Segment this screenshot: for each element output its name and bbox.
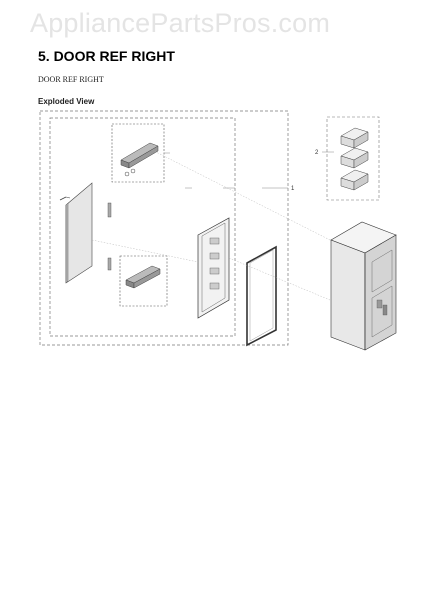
door-bin-3 — [340, 169, 369, 191]
door-liner-part — [197, 217, 230, 319]
callout-2: 2 — [315, 150, 319, 156]
bottom-hinge-part — [125, 265, 161, 289]
projection-lines — [91, 149, 331, 301]
door-panel-part — [65, 182, 93, 284]
section-title: 5. DOOR REF RIGHT — [38, 48, 175, 64]
callout-1: 1 — [291, 186, 295, 192]
hinge-pin-part — [107, 202, 112, 271]
screw-part — [59, 196, 71, 201]
exploded-view-label: Exploded View — [38, 97, 95, 106]
assembly-outline-outer — [39, 110, 289, 346]
watermark: AppliancePartsPros.com — [30, 8, 331, 38]
door-bin-1 — [340, 127, 369, 149]
hinge-cap-part — [120, 142, 159, 177]
door-bin-2 — [340, 147, 369, 169]
subtitle: DOOR REF RIGHT — [38, 75, 104, 84]
assembly-outline-inner — [49, 117, 236, 337]
bin-group-box — [326, 116, 380, 201]
refrigerator-cabinet — [330, 221, 397, 351]
bottom-hinge-detail-box — [119, 255, 168, 307]
door-gasket-part — [246, 245, 277, 347]
